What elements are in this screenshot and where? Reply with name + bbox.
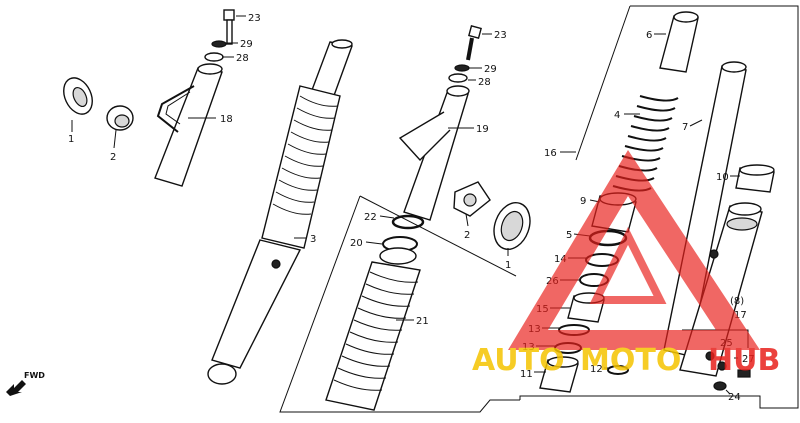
callout-24: 24 <box>728 392 741 403</box>
fork-tube-part-18 <box>154 63 223 187</box>
watermark-triangle-icon <box>508 150 760 350</box>
callout-1-left: 1 <box>68 134 74 145</box>
middle-group-outline-top <box>359 195 517 277</box>
boot-top-part-20 <box>379 236 418 265</box>
callout-3: 3 <box>310 234 316 245</box>
callout-19: 19 <box>476 124 489 135</box>
watermark-text-moto: MOTO <box>580 343 681 378</box>
callout-22: 22 <box>364 212 377 223</box>
boot-ribs-part-3 <box>272 95 339 215</box>
callout-17: 17 <box>734 310 747 321</box>
callout-28-left: 28 <box>236 53 249 64</box>
callout-8: (8) <box>730 296 744 307</box>
spacer-part-6 <box>659 11 699 73</box>
callout-29-middle: 29 <box>484 64 497 75</box>
boot-ribs-part-21 <box>333 271 419 391</box>
middle-group-outline <box>279 195 520 413</box>
dust-cap-part-left <box>63 77 93 115</box>
nut-part-left <box>106 105 134 131</box>
callout-2-middle: 2 <box>464 230 470 241</box>
automotohub-watermark: AUTO MOTO HUB <box>472 150 780 378</box>
callout-9: 9 <box>580 196 586 207</box>
callout-20: 20 <box>350 238 363 249</box>
guide-part-11 <box>539 356 579 393</box>
screw-part-27 <box>737 369 751 378</box>
fork-tube-part-19 <box>398 85 470 221</box>
callout-2-left: 2 <box>110 152 116 163</box>
callout-14: 14 <box>554 254 567 265</box>
washer-part-12 <box>607 365 629 375</box>
fwd-arrow-icon: FWD <box>6 371 45 396</box>
watermark-text-auto: AUTO <box>472 343 565 378</box>
callout-23-left: 23 <box>248 13 261 24</box>
callout-7: 7 <box>682 122 688 133</box>
callout-27: 27 <box>742 354 755 365</box>
bushing-part-10 <box>735 164 775 193</box>
callout-5: 5 <box>566 230 572 241</box>
fork-boot-part-21 <box>325 261 421 411</box>
callout-10: 10 <box>716 172 729 183</box>
dust-cap-part-middle <box>493 202 531 250</box>
callout-6: 6 <box>646 30 652 41</box>
callout-18: 18 <box>220 114 233 125</box>
bolt-assembly-left <box>204 9 235 62</box>
callout-23-middle: 23 <box>494 30 507 41</box>
callout-4: 4 <box>614 110 620 121</box>
small-parts-25 <box>705 351 727 371</box>
right-group-outline-left <box>575 5 631 161</box>
right-group-outline <box>519 5 799 409</box>
callout-1-middle: 1 <box>505 260 511 271</box>
callout-11: 11 <box>520 369 533 380</box>
watermark-text-hub: HUB <box>708 343 780 378</box>
callout-16: 16 <box>544 148 557 159</box>
fwd-label: FWD <box>24 371 45 380</box>
bolt-assembly-middle <box>448 25 482 83</box>
callout-28-middle: 28 <box>478 77 491 88</box>
callout-12: 12 <box>590 364 603 375</box>
fork-leg-part-3 <box>207 39 353 385</box>
callout-29-left: 29 <box>240 39 253 50</box>
washer-part-24 <box>713 381 727 391</box>
callout-21: 21 <box>416 316 429 327</box>
nut-part-middle <box>453 181 491 217</box>
